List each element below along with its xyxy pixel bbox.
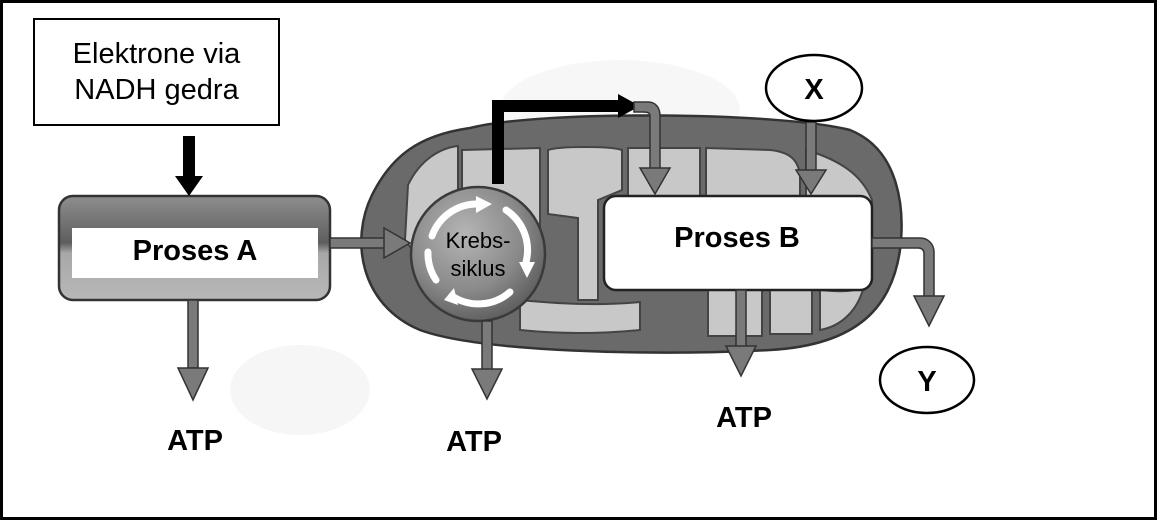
process-a-label: Proses A bbox=[132, 234, 258, 267]
krebs-label-line2: siklus bbox=[450, 256, 505, 281]
background-blob bbox=[230, 345, 370, 435]
atp-label-krebs: ATP bbox=[446, 426, 502, 458]
gray-arrows bbox=[176, 101, 946, 402]
cycle-arrowheads bbox=[444, 196, 535, 305]
krebs-label-line1: Krebs- bbox=[446, 228, 511, 253]
electron-source-box: Elektrone via NADH gedra bbox=[33, 18, 280, 126]
electron-arrow bbox=[175, 136, 203, 196]
cycle-arrows-icon bbox=[424, 200, 531, 308]
input-x-node bbox=[764, 53, 864, 123]
electron-box-line1: Elektrone via bbox=[72, 38, 241, 70]
output-y-node bbox=[878, 345, 976, 415]
process-a-label-bg bbox=[72, 228, 318, 278]
electron-box-line2: NADH gedra bbox=[74, 74, 239, 106]
process-b-label: Proses B bbox=[674, 221, 800, 254]
input-x-label: X bbox=[804, 74, 824, 106]
atp-label-process-a: ATP bbox=[167, 425, 223, 457]
output-y-label: Y bbox=[917, 366, 936, 398]
atp-label-process-b: ATP bbox=[716, 402, 772, 434]
krebs-to-etc-black-arrow bbox=[492, 94, 640, 184]
